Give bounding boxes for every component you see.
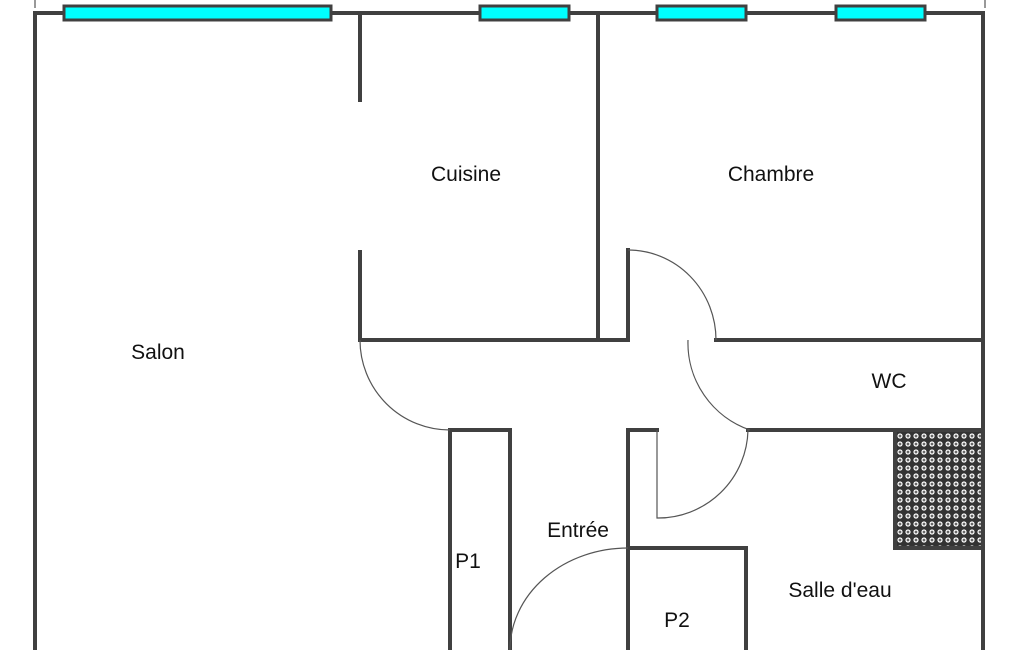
room-label-p2: P2 <box>664 609 690 632</box>
door-entree <box>509 547 629 650</box>
room-label-cuisine: Cuisine <box>430 163 502 186</box>
doors <box>359 249 751 650</box>
walls <box>33 11 985 650</box>
door-wc <box>687 339 751 431</box>
window-chambre-2 <box>834 4 927 22</box>
shower-tray <box>893 428 985 550</box>
room-label-salle-eau: Salle d'eau <box>788 579 892 602</box>
window-chambre-1 <box>655 4 748 22</box>
window-salon <box>62 4 333 22</box>
room-label-entree: Entrée <box>547 519 609 542</box>
window-cuisine <box>478 4 571 22</box>
door-chambre <box>627 249 717 341</box>
door-salle-eau <box>656 429 749 519</box>
room-label-chambre: Chambre <box>727 163 815 186</box>
room-label-wc: WC <box>871 370 907 393</box>
room-label-p1: P1 <box>455 550 481 573</box>
room-label-salon: Salon <box>131 341 185 364</box>
door-salon <box>359 339 451 431</box>
windows <box>62 4 927 22</box>
